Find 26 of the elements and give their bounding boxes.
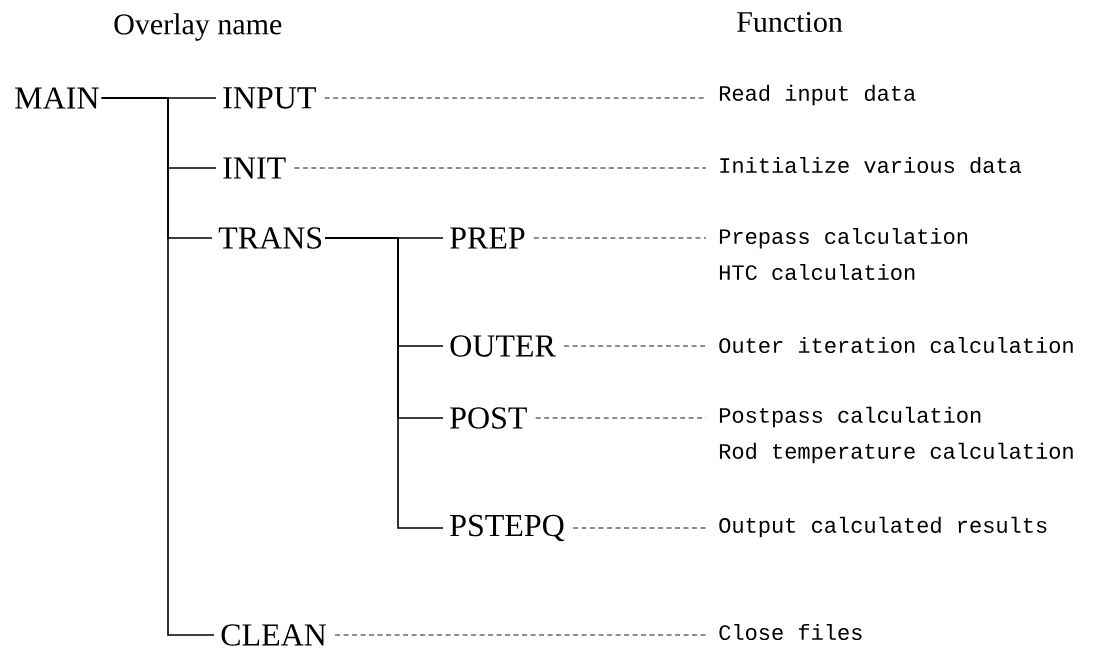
- leader-line: [533, 237, 707, 239]
- function-description: Close files: [719, 623, 862, 641]
- overlay-name: CLEAN: [221, 624, 327, 646]
- overlay-name: PREP: [450, 227, 525, 249]
- column-heading: Function: [737, 11, 843, 33]
- tree-connector: [324, 237, 444, 529]
- function-description: Initialize various data: [720, 156, 1022, 174]
- function-description: Postpass calculation Rod temperature calculation: [719, 406, 1073, 464]
- column-heading: Overlay name: [114, 13, 282, 41]
- overlay-name: INIT: [223, 157, 286, 179]
- overlay-name: MAIN: [15, 87, 99, 109]
- function-description: Prepass calculation HTC calculation: [719, 227, 968, 281]
- tree-connector: [100, 97, 215, 636]
- overlay-name: INPUT: [223, 87, 316, 109]
- function-description: Output calculated results: [719, 516, 1047, 538]
- leader-line: [293, 167, 707, 169]
- overlay-name: TRANS: [218, 227, 322, 249]
- leader-line: [572, 527, 707, 529]
- leader-line: [563, 345, 707, 347]
- leader-line: [334, 634, 707, 636]
- overlay-name: PSTEPQ: [450, 514, 565, 542]
- overlay-name: POST: [450, 407, 527, 429]
- overlay-name: OUTER: [450, 335, 556, 357]
- function-description: Read input data: [719, 84, 916, 106]
- function-description: Outer iteration calculation: [719, 336, 1073, 354]
- leader-line: [535, 417, 707, 419]
